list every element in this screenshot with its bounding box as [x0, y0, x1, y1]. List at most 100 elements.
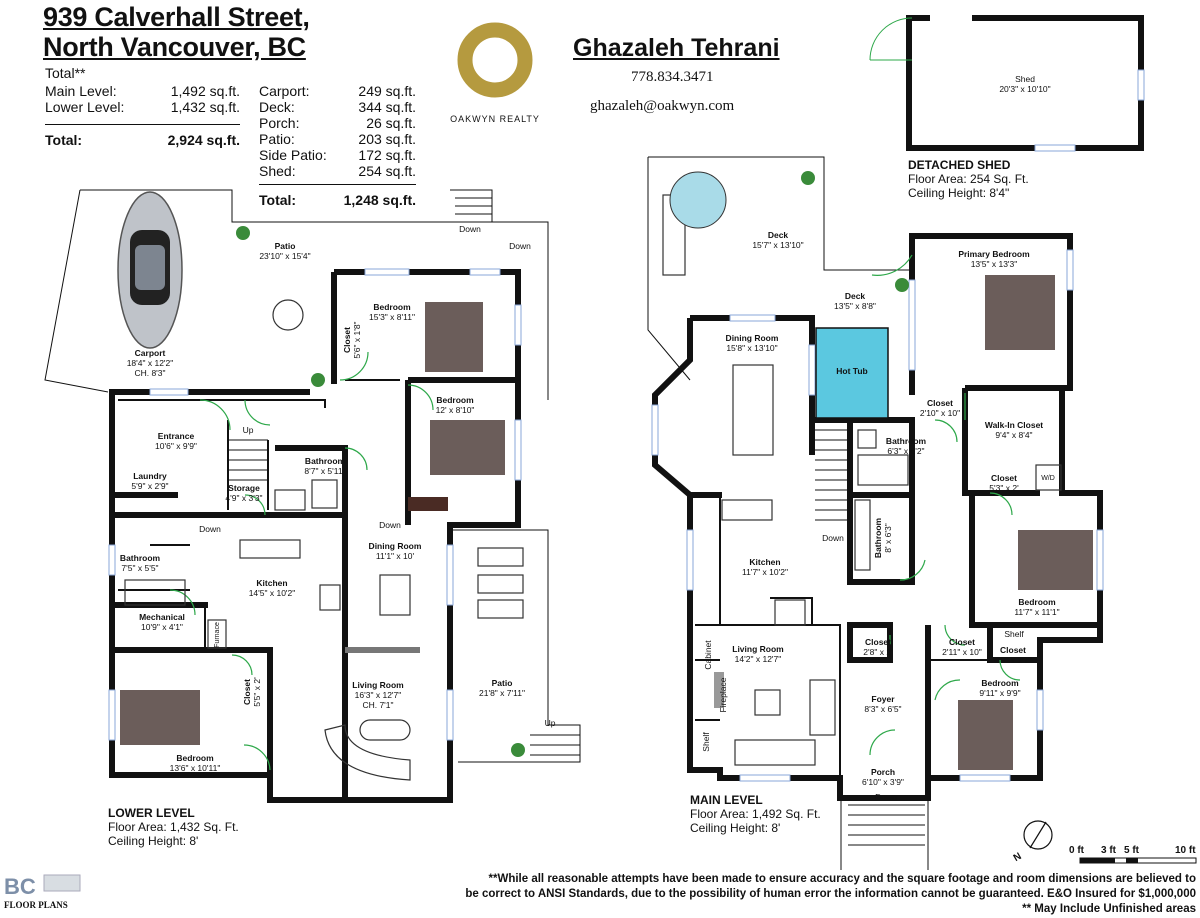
main-level-label: Main Level:: [45, 83, 117, 99]
label-down-storage: Down: [199, 524, 221, 534]
address-line-1: 939 Calverhall Street,: [43, 2, 310, 32]
side-patio-outline: [452, 529, 581, 763]
disclaimer-line-3: ** May Include Unfinished areas: [1022, 903, 1196, 915]
bed-icons: [120, 275, 1093, 770]
porch-stairs-outline: [840, 800, 929, 870]
scale-label-10: 10 ft: [1175, 845, 1196, 856]
deck-left-outline: [647, 157, 691, 381]
ext-total-value: 1,248 sq.ft.: [343, 192, 416, 208]
umbrella-icon: [669, 171, 727, 229]
counter-bar: [345, 647, 420, 653]
label-down-dining: Down: [379, 520, 401, 530]
car-icon: [117, 191, 183, 349]
ext-total-label: Total:: [259, 192, 297, 208]
totals-heading: Total**: [45, 65, 86, 81]
bc-floor-plans-logo-icon: [43, 874, 81, 892]
label-washer-dryer: W/D: [1041, 475, 1055, 482]
totals-divider: [45, 124, 240, 125]
label-down-porch: Down: [875, 792, 897, 802]
scale-bar: [1079, 857, 1197, 864]
deck-outline: [648, 156, 912, 271]
disclaimer: **While all reasonable attempts have bee…: [396, 872, 1196, 917]
grand-total-value: 2,924 sq.ft.: [167, 132, 240, 148]
address-line-2: North Vancouver, BC: [43, 32, 306, 62]
agent-name: Ghazaleh Tehrani: [573, 34, 780, 62]
fireplace-icon: [714, 672, 724, 708]
stairs: [228, 197, 925, 846]
label-fireplace: Fireplace: [718, 677, 728, 713]
disclaimer-line-2: be correct to ANSI Standards, due to the…: [465, 888, 1196, 900]
grand-total: Total: 2,924 sq.ft.: [45, 132, 240, 149]
plant-icons: [236, 171, 909, 757]
lower-level-windows: [108, 268, 522, 741]
level-totals: Main Level: 1,492 sq.ft. Lower Level: 1,…: [45, 83, 240, 116]
hot-tub: [815, 327, 889, 419]
footer-logo-mark: BC: [4, 874, 36, 899]
ext-value-carport: 249 sq.ft.: [358, 83, 416, 99]
ext-label-shed: Shed:: [259, 163, 296, 179]
scale-label-0: 0 ft: [1069, 845, 1084, 856]
ext-value-patio: 203 sq.ft.: [358, 131, 416, 147]
scale-label-5: 5 ft: [1124, 845, 1139, 856]
ext-value-deck: 344 sq.ft.: [358, 99, 416, 115]
scale-label-3: 3 ft: [1101, 845, 1116, 856]
ext-value-porch: 26 sq.ft.: [366, 115, 416, 131]
label-up-patio: Up: [544, 718, 556, 728]
lower-level-value: 1,432 sq.ft.: [170, 99, 240, 115]
agent-email: ghazaleh@oakwyn.com: [590, 98, 735, 114]
oakwyn-ring-icon: [457, 22, 533, 98]
ext-label-patio: Patio:: [259, 131, 295, 147]
ext-value-shed: 254 sq.ft.: [358, 163, 416, 179]
shed-walls: [869, 15, 1145, 152]
oakwyn-logo: [455, 20, 535, 100]
ext-label-deck: Deck:: [259, 99, 295, 115]
brand-name: OAKWYN REALTY: [450, 114, 540, 124]
carport-outline: [44, 189, 109, 393]
label-shelf-living: Shelf: [701, 732, 711, 752]
grand-total-label: Total:: [45, 132, 83, 148]
label-cabinet: Cabinet: [703, 640, 713, 670]
lower-level-label: Lower Level:: [45, 99, 125, 115]
label-hot-tub: Hot Tub: [836, 366, 868, 376]
stairs-top-outline: [450, 189, 493, 222]
door-swings: [169, 254, 1021, 771]
patio-outline: [80, 189, 549, 400]
furniture: [124, 194, 1062, 781]
exterior-divider: [259, 184, 416, 185]
main-level-walls: [652, 233, 1103, 801]
exterior-total: Total: 1,248 sq.ft.: [259, 192, 416, 209]
north-arrow-icon: [1023, 820, 1053, 850]
label-furnace: Furnace: [214, 622, 221, 648]
